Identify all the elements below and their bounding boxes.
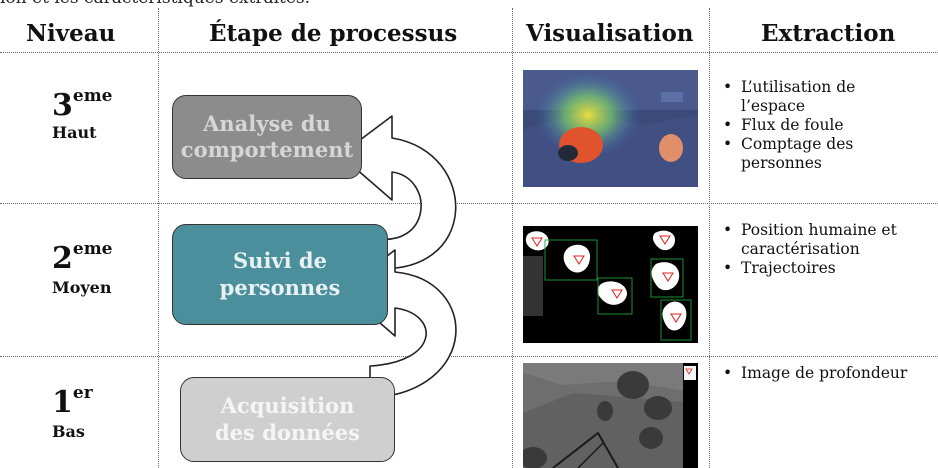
step-box-analysis-line1: Analyse du bbox=[203, 110, 331, 136]
extraction-item-text: Image de profondeur bbox=[741, 364, 908, 382]
level-3-name: Haut bbox=[52, 123, 97, 142]
extraction-item-text: Comptage des bbox=[741, 135, 854, 153]
step-box-acquisition-line2: des données bbox=[215, 419, 360, 445]
header-level: Niveau bbox=[26, 20, 116, 47]
extraction-list-level-3: L’utilisation del’espace Flux de foule C… bbox=[719, 78, 934, 173]
level-2-name: Moyen bbox=[52, 278, 112, 297]
depth-image bbox=[523, 363, 698, 468]
extraction-item-text: Trajectoires bbox=[741, 259, 836, 277]
row-separator bbox=[0, 203, 938, 204]
extraction-item-text: Flux de foule bbox=[741, 116, 844, 134]
extraction-item-text: L’utilisation de bbox=[741, 78, 856, 96]
extraction-list-level-1: Image de profondeur bbox=[719, 364, 934, 383]
level-1-number: 1 bbox=[52, 385, 73, 420]
level-2-label: 2eme Moyen bbox=[52, 239, 113, 297]
level-2-number: 2 bbox=[52, 241, 73, 276]
column-separator bbox=[158, 8, 159, 468]
extraction-item: Trajectoires bbox=[719, 259, 934, 278]
level-3-suffix: eme bbox=[72, 86, 113, 106]
step-box-analysis-line2: comportement bbox=[180, 137, 354, 162]
row-separator bbox=[0, 52, 938, 53]
extraction-item: L’utilisation del’espace bbox=[719, 78, 934, 116]
step-box-tracking-line2: personnes bbox=[219, 274, 341, 300]
step-box-acquisition-line1: Acquisition bbox=[220, 393, 355, 419]
heatmap-image bbox=[523, 70, 698, 187]
step-box-tracking-line1: Suivi de bbox=[233, 248, 327, 274]
column-separator bbox=[512, 8, 513, 468]
extraction-item: Flux de foule bbox=[719, 116, 934, 135]
extraction-item-text: caractérisation bbox=[741, 240, 860, 258]
extraction-item-text: personnes bbox=[741, 154, 822, 172]
tracking-image bbox=[523, 226, 698, 343]
caption-fragment: ion et les caractéristiques extraites. bbox=[0, 0, 310, 8]
upward-arrow-upper bbox=[340, 115, 457, 270]
level-3-label: 3eme Haut bbox=[52, 86, 113, 142]
extraction-item-text: Position humaine et bbox=[741, 221, 897, 239]
header-visualization: Visualisation bbox=[526, 20, 694, 47]
level-2-suffix: eme bbox=[72, 239, 113, 259]
level-1-label: 1er Bas bbox=[52, 383, 93, 441]
row-separator bbox=[0, 356, 938, 357]
extraction-item: Image de profondeur bbox=[719, 364, 934, 383]
column-separator bbox=[709, 8, 710, 468]
extraction-item-text: l’espace bbox=[741, 97, 806, 115]
level-3-number: 3 bbox=[52, 88, 73, 123]
header-step: Étape de processus bbox=[209, 20, 458, 47]
level-1-suffix: er bbox=[72, 383, 93, 403]
header-extraction: Extraction bbox=[761, 20, 896, 47]
level-1-name: Bas bbox=[52, 422, 85, 441]
